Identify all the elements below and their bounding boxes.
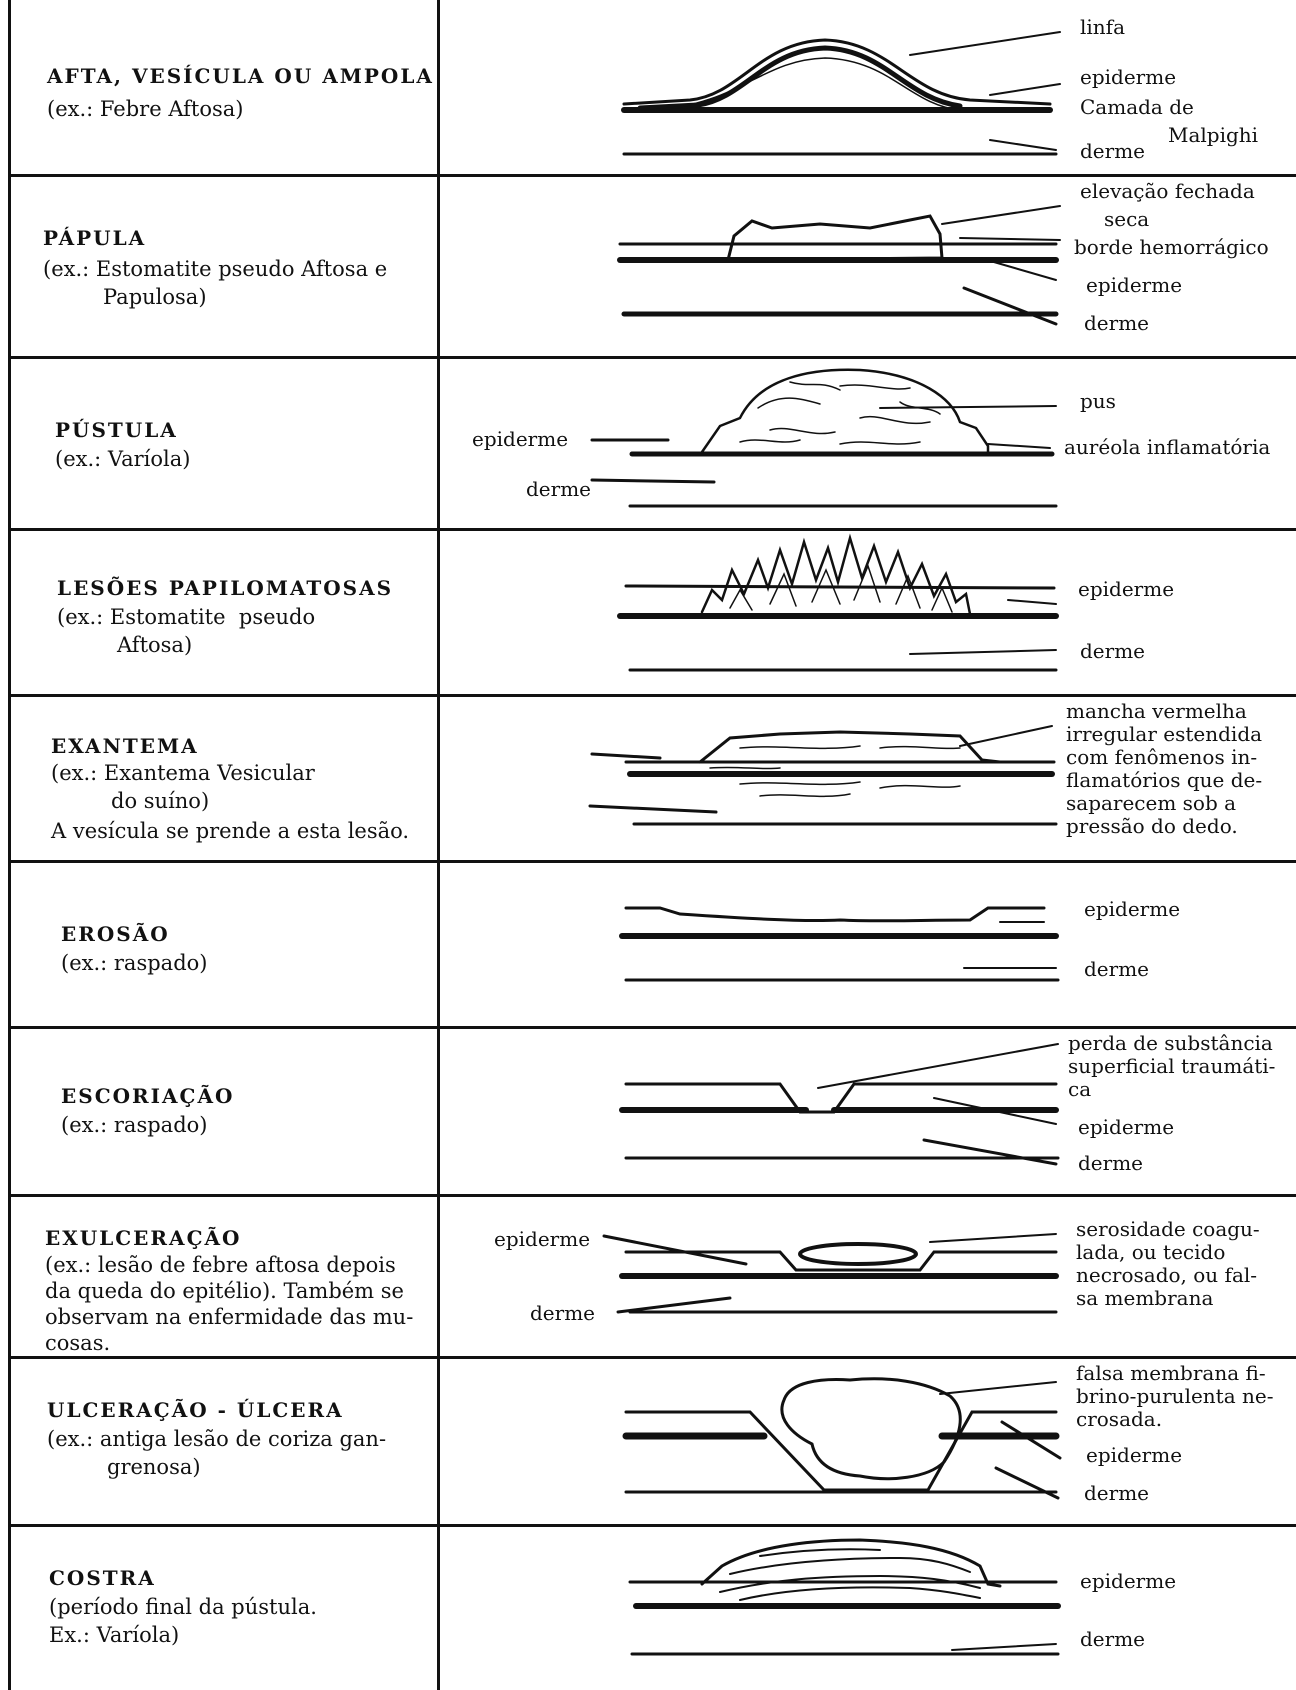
row-title: EROSÃO <box>61 922 170 946</box>
row-title: AFTA, VESÍCULA OU AMPOLA <box>47 64 434 88</box>
label-desc-line-6: pressão do dedo. <box>1066 815 1238 838</box>
label-aureola: auréola inflamatória <box>1064 436 1270 459</box>
row-erosao: EROSÃO (ex.: raspado) epiderme derme <box>0 862 1296 1028</box>
label-borde: borde hemorrágico <box>1074 236 1269 259</box>
row-example: (ex.: antiga lesão de coriza gan- <box>47 1426 386 1452</box>
row-example: (ex.: Varíola) <box>55 446 190 472</box>
label-malpighi: Malpighi <box>1168 124 1258 147</box>
row-example-4: cosas. <box>45 1330 110 1356</box>
row-example-2: da queda do epitélio). Também se <box>45 1278 404 1304</box>
row-example: (ex.: Febre Aftosa) <box>47 96 243 122</box>
row-example-cont: Papulosa) <box>103 284 207 310</box>
label-linfa: linfa <box>1080 16 1125 39</box>
row-title: COSTRA <box>49 1566 156 1590</box>
row-label-cell: LESÕES PAPILOMATOSAS (ex.: Estomatite ps… <box>8 530 437 696</box>
label-epiderme: epiderme <box>1078 578 1174 601</box>
label-derme: derme <box>1080 140 1145 163</box>
label-desc-line-2: lada, ou tecido <box>1076 1241 1225 1264</box>
label-desc-line-3: ca <box>1068 1078 1091 1101</box>
label-desc-line-3: necrosado, ou fal- <box>1076 1264 1257 1287</box>
row-example-3: observam na enfermidade das mu- <box>45 1304 413 1330</box>
label-camada: Camada de <box>1080 96 1194 119</box>
row-title: PÚSTULA <box>55 418 178 442</box>
label-derme: derme <box>1080 1628 1145 1651</box>
label-desc-line-3: crosada. <box>1076 1408 1162 1431</box>
row-title: EXULCERAÇÃO <box>45 1226 241 1250</box>
row-title: PÁPULA <box>43 226 146 250</box>
label-derme: derme <box>1078 1152 1143 1175</box>
label-epiderme-left: epiderme <box>494 1228 590 1251</box>
costra-diagram <box>440 1526 1296 1690</box>
label-desc-line-2: superficial traumáti- <box>1068 1055 1275 1078</box>
row-title: EXANTEMA <box>51 734 199 758</box>
label-desc-line-1: falsa membrana fi- <box>1076 1362 1266 1385</box>
label-derme: derme <box>1084 1482 1149 1505</box>
row-label-cell: EROSÃO (ex.: raspado) <box>8 862 437 1028</box>
label-elevacao: elevação fechada <box>1080 180 1255 203</box>
row-label-cell: PÁPULA (ex.: Estomatite pseudo Aftosa e … <box>8 176 437 358</box>
row-example: (período final da pústula. <box>49 1594 317 1620</box>
row-escoriacao: ESCORIAÇÃO (ex.: raspado) perda de subst… <box>0 1028 1296 1196</box>
row-example: (ex.: Estomatite pseudo Aftosa e <box>43 256 387 282</box>
row-pustula: PÚSTULA (ex.: Varíola) pus auréola infla… <box>0 358 1296 530</box>
row-costra: COSTRA (período final da pústula. Ex.: V… <box>0 1526 1296 1690</box>
row-label-cell: AFTA, VESÍCULA OU AMPOLA (ex.: Febre Aft… <box>8 0 437 176</box>
row-example-1: (ex.: lesão de febre aftosa depois <box>45 1252 396 1278</box>
label-epiderme-left: epiderme <box>472 428 568 451</box>
row-papula: PÁPULA (ex.: Estomatite pseudo Aftosa e … <box>0 176 1296 358</box>
label-desc-line-2: irregular estendida <box>1066 723 1262 746</box>
row-example-cont: grenosa) <box>107 1454 201 1480</box>
label-derme: derme <box>1080 640 1145 663</box>
row-title: ULCERAÇÃO - ÚLCERA <box>47 1398 344 1422</box>
row-title: ESCORIAÇÃO <box>61 1084 234 1108</box>
row-afta: AFTA, VESÍCULA OU AMPOLA (ex.: Febre Aft… <box>0 0 1296 176</box>
row-label-cell: EXANTEMA (ex.: Exantema Vesicular do suí… <box>8 696 437 862</box>
row-example-cont: do suíno) <box>111 788 209 814</box>
row-example: (ex.: Exantema Vesicular <box>51 760 315 786</box>
label-derme: derme <box>1084 312 1149 335</box>
row-example-cont: Ex.: Varíola) <box>49 1622 179 1648</box>
row-label-cell: COSTRA (período final da pústula. Ex.: V… <box>8 1526 437 1690</box>
row-label-cell: PÚSTULA (ex.: Varíola) <box>8 358 437 530</box>
label-desc-line-1: mancha vermelha <box>1066 700 1247 723</box>
row-title: LESÕES PAPILOMATOSAS <box>57 576 393 600</box>
label-epiderme: epiderme <box>1080 66 1176 89</box>
row-label-cell: ULCERAÇÃO - ÚLCERA (ex.: antiga lesão de… <box>8 1358 437 1526</box>
row-example: (ex.: raspado) <box>61 950 207 976</box>
label-desc-line-3: com fenômenos in- <box>1066 746 1257 769</box>
label-derme: derme <box>1084 958 1149 981</box>
papula-diagram <box>440 176 1296 358</box>
row-example: (ex.: raspado) <box>61 1112 207 1138</box>
row-example-cont: Aftosa) <box>117 632 192 658</box>
row-label-cell: EXULCERAÇÃO (ex.: lesão de febre aftosa … <box>8 1196 437 1358</box>
row-papilomatosas: LESÕES PAPILOMATOSAS (ex.: Estomatite ps… <box>0 530 1296 696</box>
papilomatosas-diagram <box>440 530 1296 696</box>
label-desc-line-4: flamatórios que de- <box>1066 769 1262 792</box>
label-epiderme: epiderme <box>1086 274 1182 297</box>
row-label-cell: ESCORIAÇÃO (ex.: raspado) <box>8 1028 437 1196</box>
label-desc-line-5: saparecem sob a <box>1066 792 1236 815</box>
label-epiderme: epiderme <box>1084 898 1180 921</box>
label-desc-line-1: serosidade coagu- <box>1076 1218 1260 1241</box>
row-exantema: EXANTEMA (ex.: Exantema Vesicular do suí… <box>0 696 1296 862</box>
label-desc-line-2: brino-purulenta ne- <box>1076 1385 1273 1408</box>
label-derme-left: derme <box>526 478 591 501</box>
row-note: A vesícula se prende a esta lesão. <box>51 818 409 844</box>
label-desc-line-4: sa membrana <box>1076 1287 1213 1310</box>
label-epiderme: epiderme <box>1078 1116 1174 1139</box>
label-derme-left: derme <box>530 1302 595 1325</box>
label-pus: pus <box>1080 390 1116 413</box>
label-seca: seca <box>1104 208 1149 231</box>
row-ulceracao: ULCERAÇÃO - ÚLCERA (ex.: antiga lesão de… <box>0 1358 1296 1526</box>
row-exulceracao: EXULCERAÇÃO (ex.: lesão de febre aftosa … <box>0 1196 1296 1358</box>
label-desc-line-1: perda de substância <box>1068 1032 1273 1055</box>
label-epiderme: epiderme <box>1086 1444 1182 1467</box>
label-epiderme: epiderme <box>1080 1570 1176 1593</box>
row-example: (ex.: Estomatite pseudo <box>57 604 315 630</box>
erosao-diagram <box>440 862 1296 1028</box>
